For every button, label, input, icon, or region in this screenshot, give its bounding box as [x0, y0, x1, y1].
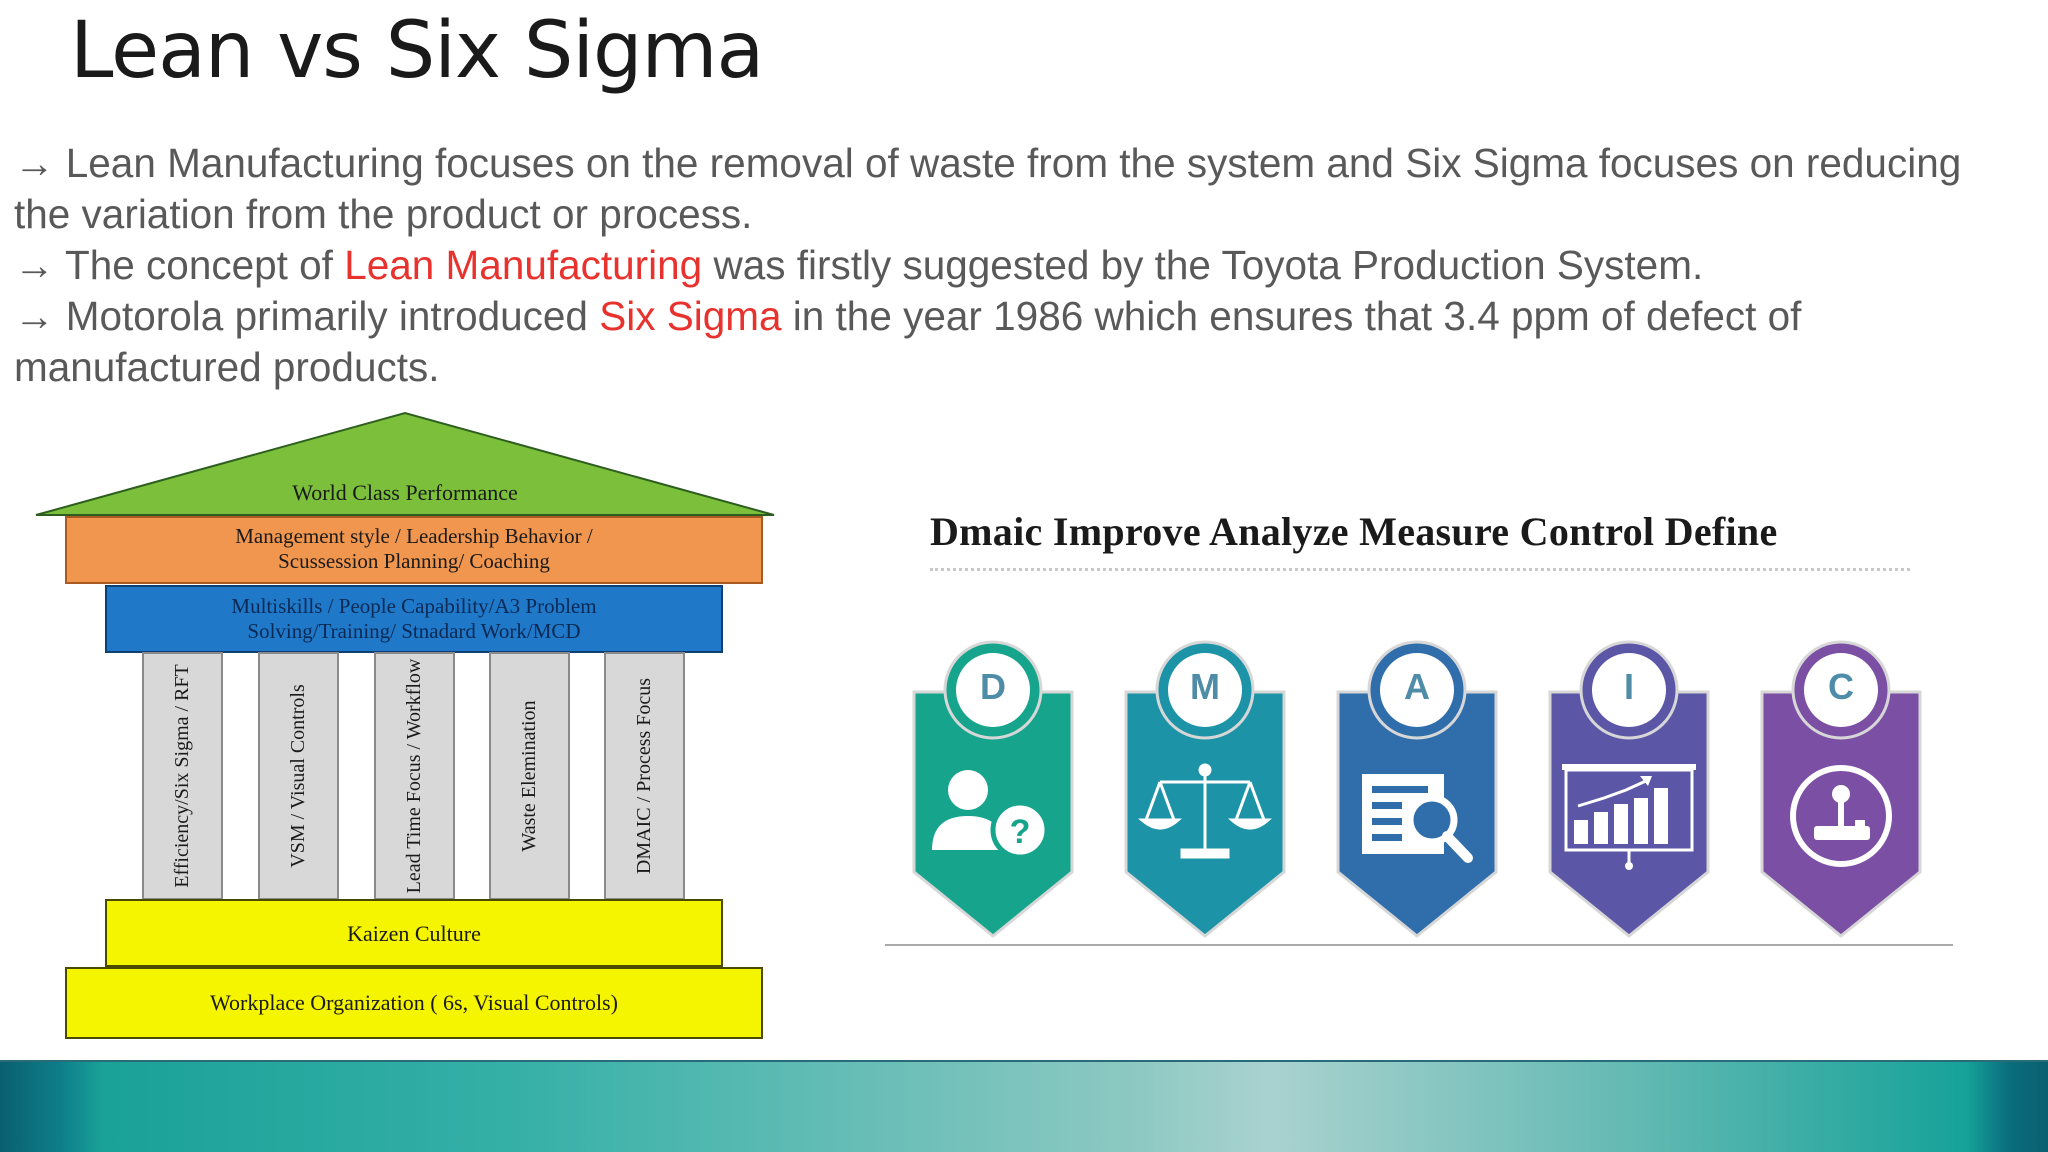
balance-scale-icon — [1138, 763, 1272, 859]
arrow-icon: → — [14, 140, 55, 186]
dmaic-step-c: C — [1756, 640, 1926, 940]
band-line: Multiskills / People Capability/A3 Probl… — [231, 594, 597, 618]
dmaic-heading: Dmaic Improve Analyze Measure Control De… — [930, 509, 1778, 554]
bullet-text: Motorola primarily introduced — [54, 293, 600, 339]
dmaic-baseline — [885, 944, 1953, 946]
dmaic-step-m: M — [1120, 640, 1290, 940]
svg-text:?: ? — [1010, 813, 1031, 851]
pillar-label: VSM / Visual Controls — [287, 684, 309, 868]
footer-divider — [0, 1060, 2048, 1063]
workplace-label: Workplace Organization ( 6s, Visual Cont… — [210, 990, 618, 1015]
badge-shape — [1760, 640, 1922, 938]
band-management-label: Management style / Leadership Behavior /… — [66, 524, 762, 574]
badge-shape — [1336, 640, 1498, 938]
roof-label: World Class Performance — [292, 480, 518, 505]
growth-chart-icon — [1562, 764, 1696, 870]
dmaic-step-d: ? D — [908, 640, 1078, 940]
temple-pillar — [489, 652, 570, 900]
document-search-icon — [1362, 774, 1473, 863]
bullet-3: → Motorola primarily introduced Six Sigm… — [14, 291, 2004, 393]
arrow-icon: → — [14, 293, 55, 339]
pillar-label: Efficiency/Six Sigma / RFT — [171, 664, 193, 888]
pillar-label: Lead Time Focus / Workflow — [403, 658, 425, 894]
lean-temple-diagram: World Class Performance Management style… — [0, 400, 800, 1050]
band-line: Solving/Training/ Stnadard Work/MCD — [247, 619, 581, 643]
step-letter: I — [1623, 666, 1634, 707]
temple-pillar — [374, 652, 455, 900]
band-skills-label: Multiskills / People Capability/A3 Probl… — [106, 594, 722, 644]
bullet-list: → Lean Manufacturing focuses on the remo… — [14, 138, 2004, 393]
step-letter: M — [1190, 666, 1220, 707]
dmaic-step-a: A — [1332, 640, 1502, 940]
bullet-text: Lean Manufacturing focuses on the remova… — [14, 140, 1962, 237]
bullet-highlight: Six Sigma — [599, 293, 782, 339]
step-letter: C — [1828, 666, 1854, 707]
bullet-highlight: Lean Manufacturing — [344, 242, 703, 288]
bullet-1: → Lean Manufacturing focuses on the remo… — [14, 138, 2004, 240]
badge-shape — [1124, 640, 1286, 938]
bullet-text: in the year 1986 which ensures that 3.4 … — [14, 293, 1802, 390]
dmaic-step-i: I — [1544, 640, 1714, 940]
band-line: Scussession Planning/ Coaching — [278, 549, 550, 573]
temple-pillar — [142, 652, 223, 900]
step-letter: D — [980, 666, 1006, 707]
band-line: Management style / Leadership Behavior / — [235, 524, 593, 548]
joystick-icon — [1790, 765, 1892, 867]
user-question-icon: ? — [932, 770, 1050, 860]
temple-pillar — [258, 652, 339, 900]
temple-band-management — [65, 516, 763, 584]
bullet-2: → The concept of Lean Manufacturing was … — [14, 240, 2004, 291]
arrow-icon: → — [14, 242, 55, 288]
step-letter: A — [1404, 666, 1430, 707]
pillar-label: Waste Elemination — [518, 700, 540, 852]
temple-base-kaizen — [105, 899, 723, 967]
kaizen-label: Kaizen Culture — [347, 921, 481, 946]
bullet-text: The concept of — [54, 242, 345, 288]
bullet-text: was firstly suggested by the Toyota Prod… — [702, 242, 1704, 288]
badge-shape — [1548, 640, 1710, 938]
footer-band — [0, 1062, 2048, 1152]
slide-title: Lean vs Six Sigma — [70, 6, 764, 96]
temple-roof — [35, 411, 775, 516]
dotted-divider — [930, 568, 1910, 571]
temple-pillar — [604, 652, 685, 900]
pillar-label: DMAIC / Process Focus — [633, 677, 655, 875]
temple-base-workplace — [65, 967, 763, 1039]
badge-shape: ? — [912, 640, 1074, 938]
temple-shapes — [35, 411, 775, 1039]
